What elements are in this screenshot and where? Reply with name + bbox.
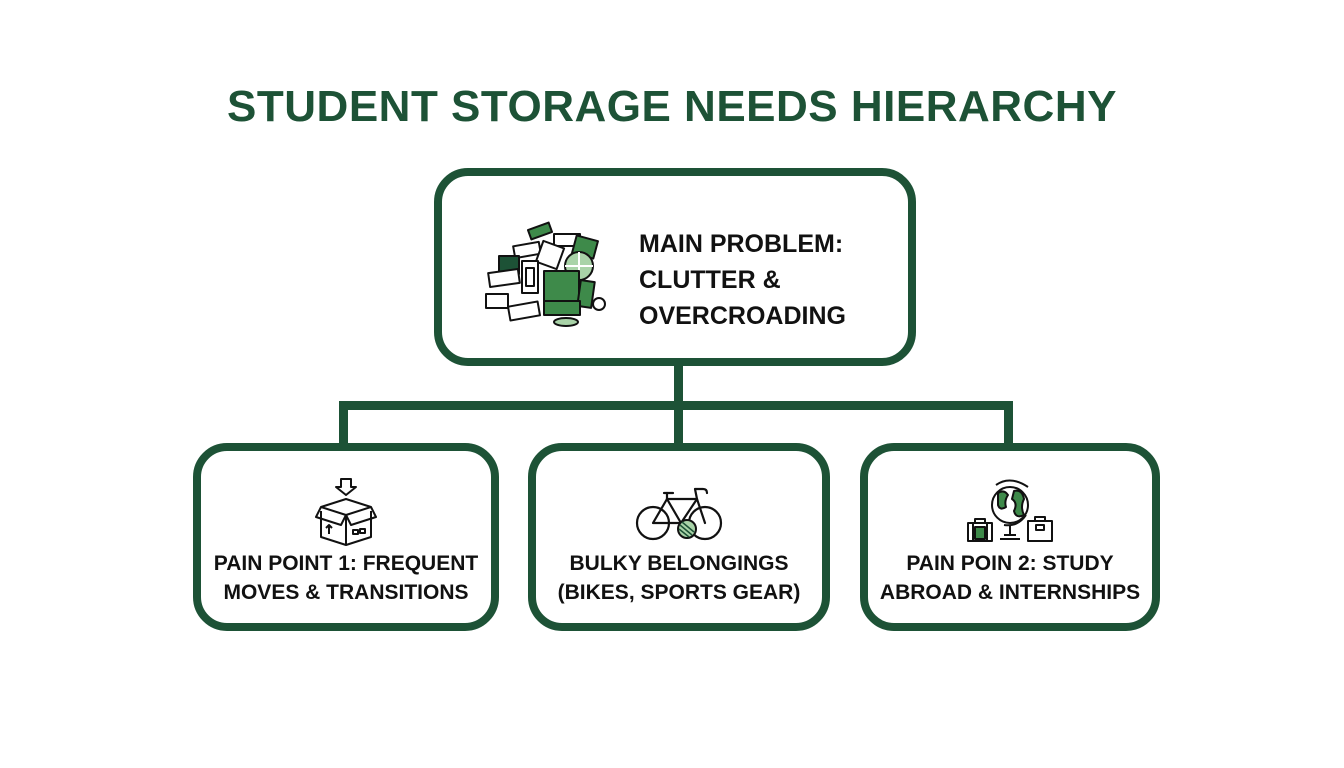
child-2-label-line-2: (BIKES, SPORTS GEAR) — [557, 581, 801, 604]
child-node-frequent-moves: PAIN POINT 1: FREQUENT MOVES & TRANSITIO… — [193, 443, 499, 631]
connector-drop-right — [1004, 401, 1013, 447]
child-2-label: BULKY BELONGINGS (BIKES, SPORTS GEAR) — [536, 549, 822, 607]
root-label-line-3: OVERCROADING — [639, 302, 846, 330]
root-node-main-problem: MAIN PROBLEM: CLUTTER & OVERCROADING — [434, 168, 916, 366]
root-label-line-2: CLUTTER & — [639, 266, 781, 294]
child-3-label: PAIN POIN 2: STUDY ABROAD & INTERNSHIPS — [868, 549, 1152, 607]
child-1-label-line-1: PAIN POINT 1: FREQUENT — [213, 552, 479, 575]
root-label-line-1: MAIN PROBLEM: — [639, 230, 844, 258]
child-node-study-abroad: PAIN POIN 2: STUDY ABROAD & INTERNSHIPS — [860, 443, 1160, 631]
globe-suitcases-icon — [967, 479, 1053, 542]
bicycle-ball-icon — [635, 487, 723, 541]
child-node-bulky-belongings: BULKY BELONGINGS (BIKES, SPORTS GEAR) — [528, 443, 830, 631]
connector-drop-center — [674, 401, 683, 447]
root-node-label: MAIN PROBLEM: CLUTTER & OVERCROADING — [639, 226, 846, 334]
child-1-label: PAIN POINT 1: FREQUENT MOVES & TRANSITIO… — [201, 549, 491, 607]
diagram-title: STUDENT STORAGE NEEDS HIERARCHY — [227, 82, 1117, 131]
child-3-label-line-1: PAIN POIN 2: STUDY — [906, 552, 1114, 575]
child-2-label-line-1: BULKY BELONGINGS — [569, 552, 789, 575]
moving-box-icon — [315, 478, 377, 546]
child-1-label-line-2: MOVES & TRANSITIONS — [223, 581, 469, 604]
connector-drop-left — [339, 401, 348, 447]
child-3-label-line-2: ABROAD & INTERNSHIPS — [879, 581, 1141, 604]
connector-root-stem — [674, 364, 683, 410]
clutter-pile-icon — [485, 221, 606, 327]
